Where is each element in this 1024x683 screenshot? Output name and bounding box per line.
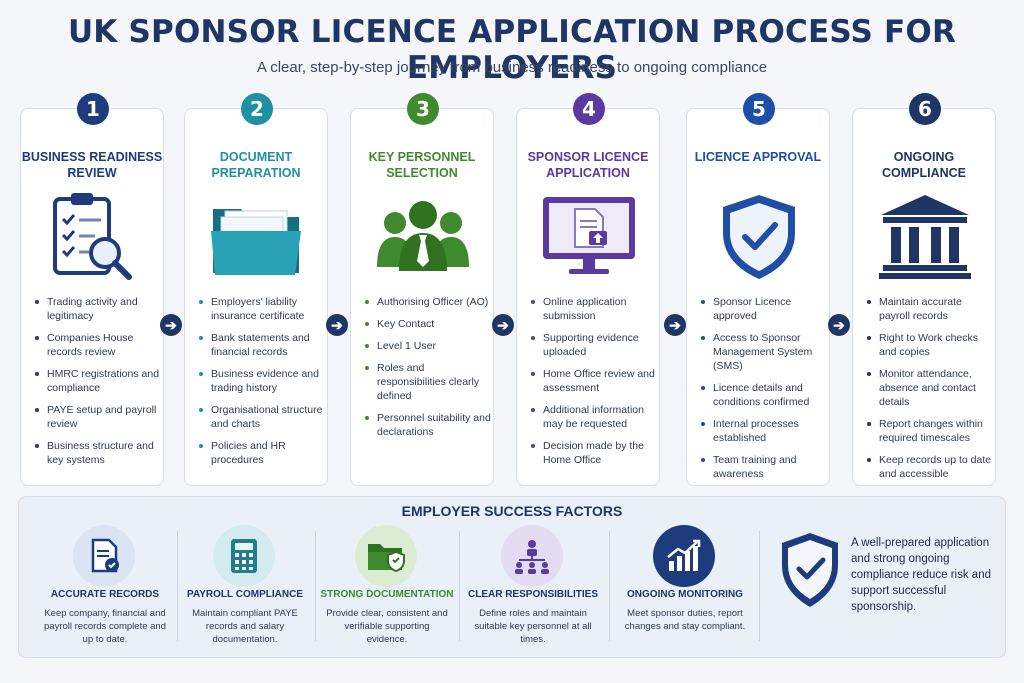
factor-desc: Maintain compliant PAYE records and sala…	[192, 608, 298, 645]
factor-payroll-compliance: PAYROLL COMPLIANCE Maintain compliant PA…	[175, 523, 315, 653]
monitor-upload-icon	[543, 197, 635, 274]
bullet-item: Policies and HR procedures	[197, 439, 325, 467]
page-subtitle: A clear, step-by-step journey from busin…	[256, 59, 768, 76]
step-number: 4	[573, 93, 605, 125]
step-bullets: Employers' liability insurance certifica…	[197, 295, 325, 475]
step-title: BUSINESS READINESS REVIEW	[21, 150, 163, 180]
factor-desc: Provide clear, consistent and verifiable…	[326, 608, 448, 645]
factor-desc: Keep company, financial and payroll reco…	[44, 608, 166, 645]
factor-desc: Meet sponsor duties, report changes and …	[624, 608, 746, 632]
clipboard-magnifier-icon	[53, 193, 132, 280]
factor-ongoing-monitoring: ONGOING MONITORING Meet sponsor duties, …	[615, 523, 755, 653]
bullet-item: Business structure and key systems	[33, 439, 161, 467]
bullet-item: Licence details and conditions confirmed	[699, 381, 827, 409]
divider	[459, 531, 460, 641]
government-building-icon	[879, 195, 971, 279]
bullet-item: Decision made by the Home Office	[529, 439, 657, 467]
factors-title: EMPLOYER SUCCESS FACTORS	[401, 503, 623, 519]
shield-check-icon	[723, 195, 795, 279]
bullet-item: Team training and awareness	[699, 453, 827, 481]
step-card-5: 5 LICENCE APPROVAL Sponsor Licence appro…	[686, 93, 830, 489]
bullet-item: Key Contact	[363, 317, 491, 331]
arrow-right-icon: ➔	[160, 314, 182, 336]
bullet-item: Right to Work checks and copies	[865, 331, 993, 359]
document-check-icon	[73, 525, 135, 587]
step-number: 5	[743, 93, 775, 125]
bullet-item: Organisational structure and charts	[197, 403, 325, 431]
bullet-item: Level 1 User	[363, 339, 491, 353]
step-card-2: 2 DOCUMENT PREPARATION Employers' liabil…	[184, 93, 328, 486]
factor-accurate-records: ACCURATE RECORDS Keep company, financial…	[35, 523, 175, 653]
arrow-right-icon: ➔	[326, 314, 348, 336]
success-factors-panel: EMPLOYER SUCCESS FACTORS ACCURATE RECORD…	[18, 496, 1006, 658]
factor-name: ACCURATE RECORDS	[50, 589, 160, 600]
arrow-right-icon: ➔	[664, 314, 686, 336]
bullet-item: Employers' liability insurance certifica…	[197, 295, 325, 323]
step-number: 3	[407, 93, 439, 125]
step-number: 2	[241, 93, 273, 125]
step-title: ONGOING COMPLIANCE	[881, 150, 967, 180]
arrow-right-icon: ➔	[492, 314, 514, 336]
factor-name: ONGOING MONITORING	[627, 589, 743, 600]
bullet-item: HMRC registrations and compliance	[33, 367, 161, 395]
factor-name: STRONG DOCUMENTATION	[320, 589, 454, 600]
divider	[759, 531, 760, 641]
divider	[177, 531, 178, 641]
bullet-item: Bank statements and financial records	[197, 331, 325, 359]
step-bullets: Online application submission Supporting…	[529, 295, 657, 475]
step-title: SPONSOR LICENCE APPLICATION	[527, 150, 649, 180]
step-title: LICENCE APPROVAL	[694, 150, 822, 164]
divider	[315, 531, 316, 641]
bullet-item: Internal processes established	[699, 417, 827, 445]
bullet-item: Access to Sponsor Management System (SMS…	[699, 331, 827, 373]
step-card-1: 1 BUSINESS READINESS REVIEW Trading acti…	[20, 93, 164, 486]
factor-name: CLEAR RESPONSIBILITIES	[467, 589, 598, 600]
process-steps: 1 BUSINESS READINESS REVIEW Trading acti…	[18, 92, 1008, 488]
people-group-icon	[377, 201, 469, 271]
bullet-item: Sponsor Licence approved	[699, 295, 827, 323]
bullet-item: Monitor attendance, absence and contact …	[865, 367, 993, 409]
bullet-item: Keep records up to date and accessible	[865, 453, 993, 481]
step-title: KEY PERSONNEL SELECTION	[368, 150, 476, 180]
bullet-item: Additional information may be requested	[529, 403, 657, 431]
bullet-item: Business evidence and trading history	[197, 367, 325, 395]
factor-desc: Define roles and maintain suitable key p…	[474, 608, 592, 645]
bullet-item: Maintain accurate payroll records	[865, 295, 993, 323]
arrow-right-icon: ➔	[828, 314, 850, 336]
factor-strong-documentation: STRONG DOCUMENTATION Provide clear, cons…	[317, 523, 457, 653]
org-chart-icon	[501, 525, 563, 587]
bullet-item: Trading activity and legitimacy	[33, 295, 161, 323]
bullet-item: Personnel suitability and declarations	[363, 411, 491, 439]
folder-icon	[211, 209, 301, 275]
bullet-item: Report changes within required timescale…	[865, 417, 993, 445]
bullet-item: Home Office review and assessment	[529, 367, 657, 395]
step-bullets: Sponsor Licence approved Access to Spons…	[699, 295, 827, 489]
calculator-icon	[213, 525, 275, 587]
folder-shield-icon	[355, 525, 417, 587]
closing-statement: A well-prepared application and strong o…	[851, 537, 991, 613]
bullet-item: Supporting evidence uploaded	[529, 331, 657, 359]
bullet-item: Companies House records review	[33, 331, 161, 359]
growth-chart-icon	[653, 525, 715, 587]
bullet-item: Online application submission	[529, 295, 657, 323]
step-card-3: 3 KEY PERSONNEL SELECTION Authorising Of…	[350, 93, 494, 486]
bullet-item: PAYE setup and payroll review	[33, 403, 161, 431]
divider	[609, 531, 610, 641]
step-number: 1	[77, 93, 109, 125]
step-bullets: Maintain accurate payroll records Right …	[865, 295, 993, 489]
step-number: 6	[909, 93, 941, 125]
step-title: DOCUMENT PREPARATION	[211, 150, 301, 180]
step-bullets: Authorising Officer (AO) Key Contact Lev…	[363, 295, 491, 447]
shield-check-icon	[782, 533, 838, 607]
factor-clear-responsibilities: CLEAR RESPONSIBILITIES Define roles and …	[463, 523, 603, 653]
page-title: UK SPONSOR LICENCE APPLICATION PROCESS F…	[67, 14, 957, 86]
step-card-4: 4 SPONSOR LICENCE APPLICATION Online app…	[516, 93, 660, 486]
factor-name: PAYROLL COMPLIANCE	[187, 589, 303, 600]
bullet-item: Roles and responsibilities clearly defin…	[363, 361, 491, 403]
step-bullets: Trading activity and legitimacy Companie…	[33, 295, 161, 475]
step-card-6: 6 ONGOING COMPLIANCE Maintain accurate p…	[852, 93, 996, 489]
bullet-item: Authorising Officer (AO)	[363, 295, 491, 309]
